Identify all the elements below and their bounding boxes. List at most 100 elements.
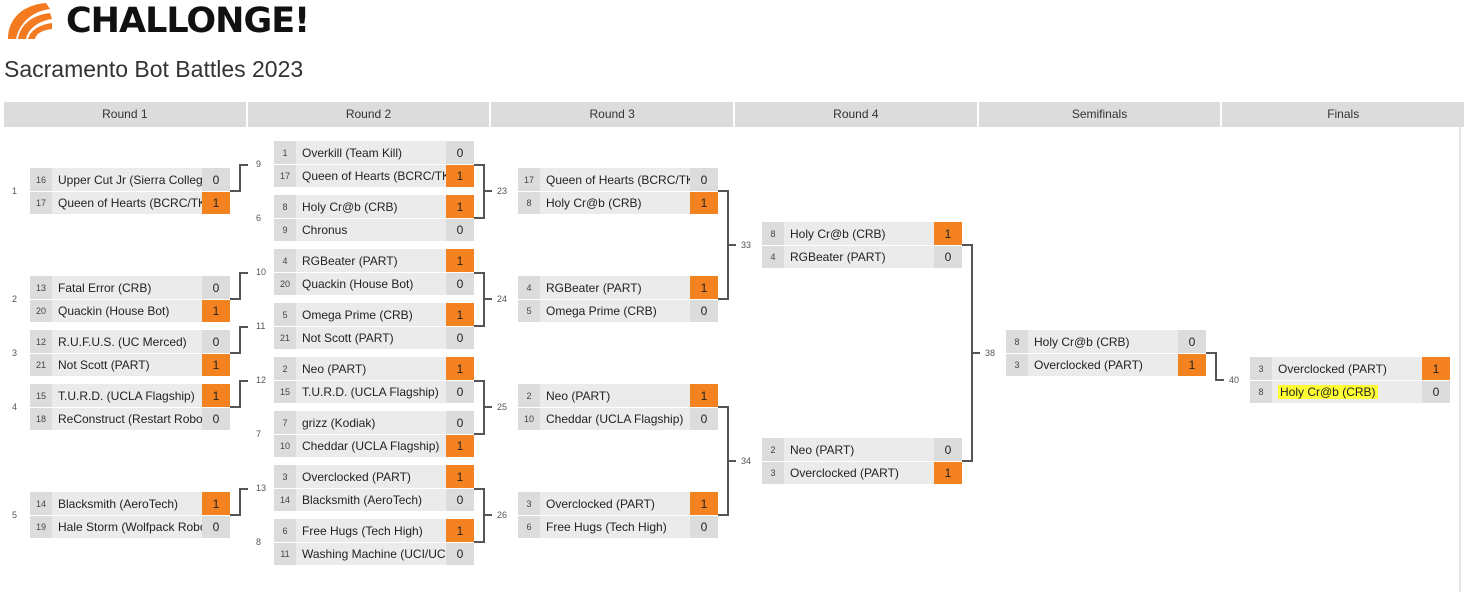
seed: 3 — [762, 462, 784, 484]
player-name: Omega Prime (CRB) — [540, 300, 690, 322]
score: 1 — [446, 465, 474, 488]
score: 1 — [446, 357, 474, 380]
seed: 14 — [274, 489, 296, 511]
right-divider — [1459, 127, 1461, 592]
score: 1 — [446, 435, 474, 457]
player-name: Cheddar (UCLA Flagship) — [540, 408, 690, 430]
player-name: Queen of Hearts (BCRC/TK) — [52, 192, 202, 214]
match-number: 12 — [256, 375, 267, 385]
score: 1 — [1422, 357, 1450, 380]
score: 0 — [202, 408, 230, 430]
round-header-1: Round 1 — [4, 102, 248, 127]
seed: 6 — [518, 516, 540, 538]
player-name: Omega Prime (CRB) — [296, 303, 446, 326]
match-number: 10 — [256, 267, 267, 277]
player-name: Queen of Hearts (BCRC/TK) — [540, 168, 690, 191]
seed: 3 — [1006, 354, 1028, 376]
player-name: Overclocked (PART) — [540, 492, 690, 515]
seed: 11 — [274, 543, 296, 565]
seed: 8 — [1250, 381, 1272, 403]
score: 1 — [690, 384, 718, 407]
seed: 13 — [30, 276, 52, 299]
challonge-logo[interactable]: CHALLONGE! — [4, 0, 310, 42]
player-name: Neo (PART) — [540, 384, 690, 407]
round-header-3: Round 3 — [491, 102, 736, 127]
seed: 8 — [274, 195, 296, 218]
score: 1 — [1178, 354, 1206, 376]
score: 1 — [446, 195, 474, 218]
match-number: 7 — [256, 429, 262, 439]
round-header-semifinals: Semifinals — [979, 102, 1223, 127]
player-name: Holy Cr@b (CRB) — [784, 222, 934, 245]
score: 1 — [202, 492, 230, 515]
player-name: grizz (Kodiak) — [296, 411, 446, 434]
match-number: 4 — [12, 402, 18, 412]
player-name: Holy Cr@b (CRB) — [1028, 330, 1178, 353]
player-name: RGBeater (PART) — [784, 246, 934, 268]
